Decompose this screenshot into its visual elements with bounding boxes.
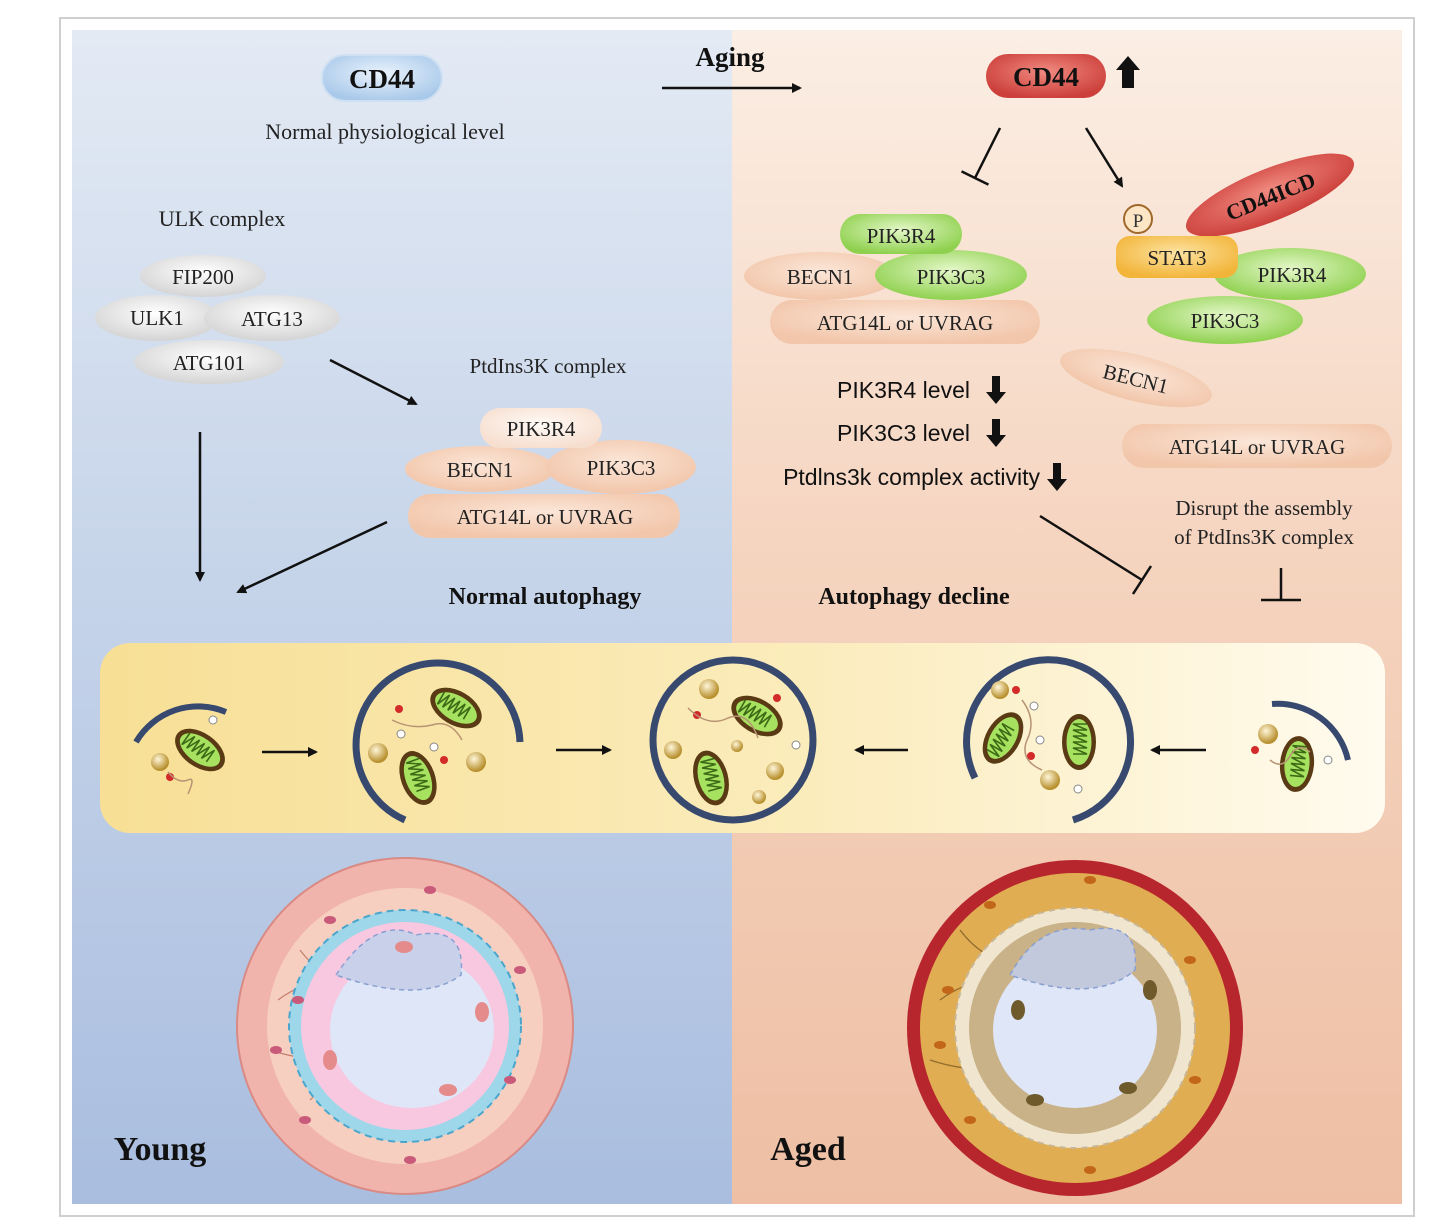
- ulk-complex-title: ULK complex: [159, 206, 285, 231]
- autophagosome-complete: [649, 656, 817, 824]
- activity-inhibit-line: [1039, 514, 1143, 582]
- protein-cd44icd: [1185, 153, 1355, 237]
- stat3-label: STAT3: [1148, 246, 1207, 270]
- atg14l-uvrag-label: ATG14L or UVRAG: [457, 505, 634, 529]
- cd44-inhibit-bar: [960, 170, 990, 186]
- protein-atg14l-uvrag: [408, 494, 680, 538]
- ptdins-to-autophagy-arrow: [236, 520, 388, 594]
- young-label: Young: [114, 1131, 207, 1168]
- aged-label: Aged: [770, 1131, 846, 1168]
- protein-pik3r4-s: [1214, 248, 1366, 300]
- cd44-normal-caption: Normal physiological level: [265, 119, 505, 144]
- phospho-icon: [1123, 204, 1153, 234]
- pik3r4-level-text: PIK3R4 level: [837, 377, 970, 403]
- pik3r4-label: PIK3R4: [507, 417, 576, 441]
- aged-vessel: [907, 860, 1243, 1196]
- autophagy-decline-label: Autophagy decline: [818, 584, 1010, 610]
- atg13-label: ATG13: [241, 307, 303, 331]
- complex-activity-text: Ptdlns3k complex activity: [783, 464, 1040, 490]
- cd44-normal-pill: CD44: [321, 54, 443, 102]
- protein-pik3c3-s: [1147, 296, 1303, 344]
- aging-label: Aging: [695, 42, 765, 72]
- free-becn1: BECN1: [1060, 348, 1212, 408]
- atg101-label: ATG101: [173, 351, 245, 375]
- cd44-high-label: CD44: [1013, 62, 1079, 92]
- ptdins-complex-title: PtdIns3K complex: [470, 354, 627, 378]
- disrupt-text-line1: Disrupt the assembly: [1175, 496, 1353, 520]
- stat3-cluster: CD44ICD P STAT3 PIK3R4 PIK3C3: [1116, 153, 1366, 344]
- free-atg14l-uvrag: [1122, 424, 1392, 468]
- normal-autophagy-label: Normal autophagy: [449, 584, 642, 610]
- fip200-label: FIP200: [172, 265, 234, 289]
- activity-down-arrow-icon: [1047, 463, 1067, 491]
- protein-pik3r4: [480, 408, 602, 448]
- pik3c3-level-text: PIK3C3 level: [837, 420, 970, 446]
- pik3r4-down-arrow-icon: [986, 376, 1006, 404]
- ptdins-complex-normal: PIK3R4 BECN1 PIK3C3 ATG14L or UVRAG: [405, 408, 696, 538]
- pik3c3-r-label: PIK3C3: [917, 265, 986, 289]
- becn1-label: BECN1: [447, 458, 514, 482]
- cd44-inhibit-line: [973, 127, 1002, 179]
- free-atg14l-uvrag-label: ATG14L or UVRAG: [1169, 435, 1346, 459]
- protein-stat3: [1116, 236, 1238, 278]
- disrupt-text-line2: of PtdIns3K complex: [1174, 525, 1354, 549]
- protein-atg13: [204, 295, 340, 341]
- protein-ulk1: [95, 295, 219, 341]
- becn1-r-label: BECN1: [787, 265, 854, 289]
- atg14l-uvrag-r-label: ATG14L or UVRAG: [817, 311, 994, 335]
- ulk-complex: FIP200 ULK1 ATG13 ATG101: [95, 255, 340, 384]
- protein-becn1: [405, 446, 555, 492]
- phospho-label: P: [1133, 211, 1144, 232]
- autophagosome-forming-aged: [963, 656, 1135, 824]
- activity-inhibit-bar: [1131, 565, 1153, 595]
- protein-becn1-r: [744, 252, 896, 300]
- pik3r4-s-label: PIK3R4: [1258, 263, 1327, 287]
- protein-pik3c3: [546, 440, 696, 494]
- cd44-normal-label: CD44: [349, 64, 415, 94]
- protein-fip200: [140, 255, 266, 297]
- phagophore-young: [133, 703, 234, 795]
- ptdins-complex-reduced: PIK3R4 BECN1 PIK3C3 ATG14L or UVRAG: [744, 214, 1040, 344]
- protein-pik3c3-r: [875, 250, 1027, 300]
- phagophore-aged: [1251, 700, 1351, 795]
- pik3c3-s-label: PIK3C3: [1191, 309, 1260, 333]
- protein-atg101: [134, 340, 284, 384]
- pik3c3-down-arrow-icon: [986, 419, 1006, 447]
- ulk1-label: ULK1: [130, 306, 184, 330]
- protein-pik3r4-r: [840, 214, 962, 254]
- young-vessel: [236, 857, 574, 1195]
- ulk-to-ptdins-arrow: [329, 358, 418, 406]
- protein-atg14l-uvrag-r: [770, 300, 1040, 344]
- pik3c3-label: PIK3C3: [587, 456, 656, 480]
- autophagy-process-strip: [100, 643, 1385, 833]
- pik3r4-r-label: PIK3R4: [867, 224, 936, 248]
- cd44-activate-arrow: [1084, 127, 1124, 188]
- cd44-up-arrow-icon: [1116, 56, 1140, 88]
- autophagosome-forming-young: [352, 659, 524, 824]
- cd44-high-pill: CD44: [986, 54, 1106, 98]
